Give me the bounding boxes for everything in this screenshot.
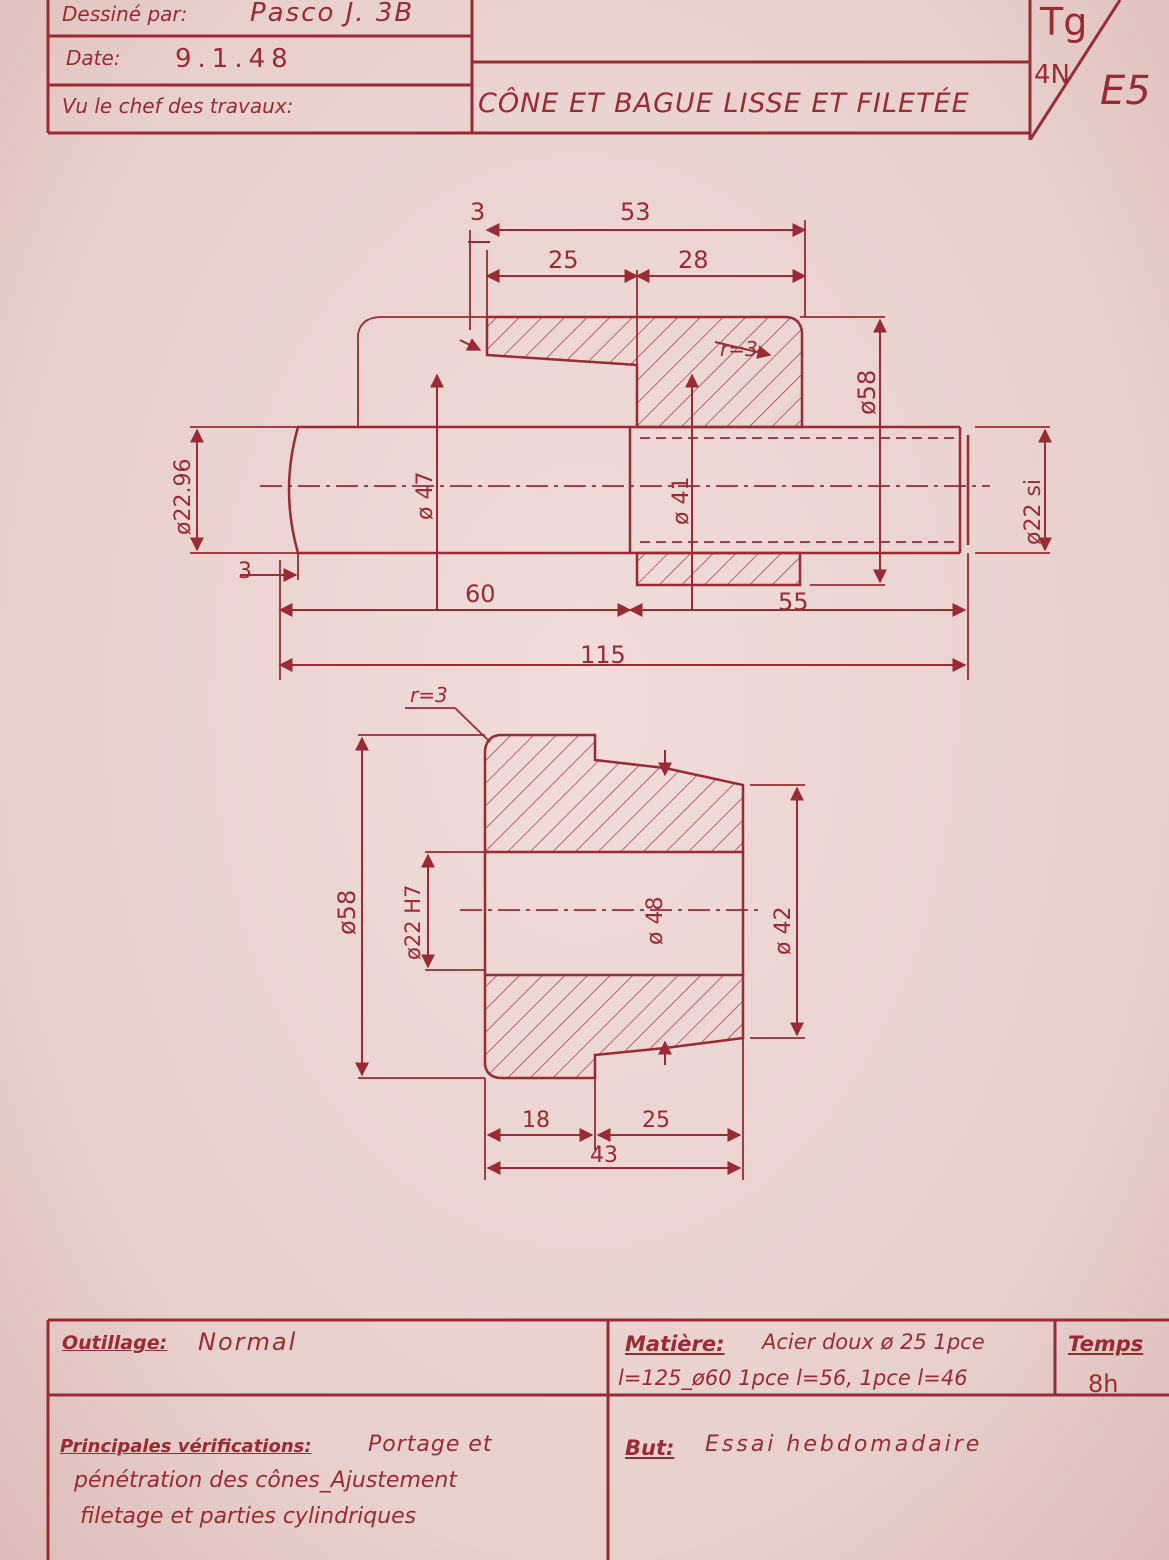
code-top: Tg [1040,0,1088,44]
date-label: Date: [66,46,121,70]
ring-dim-25: 25 [642,1108,670,1133]
drawing-title: CÔNE ET BAGUE LISSE ET FILETÉE [478,88,970,119]
material-label: Matière: [625,1332,725,1356]
bottom-block-frame [46,1318,1169,1560]
checks-label: Principales vérifications: [60,1436,312,1457]
diameter-22-96: ø22.96 [171,459,196,535]
checks-line1: Portage et [368,1432,493,1457]
date-value: 9.1.48 [175,44,294,74]
dim-53: 53 [620,198,651,226]
ring-diameter-22h7: ø22 H7 [401,885,425,960]
goal-value: Essai hebdomadaire [705,1432,983,1457]
ring-dim-18: 18 [522,1108,550,1133]
time-label: Temps [1068,1332,1144,1356]
time-value: 8h [1088,1370,1119,1398]
dim-25: 25 [548,246,579,274]
dim-60: 60 [465,580,496,608]
approved-label: Vu le chef des travaux: [62,94,294,118]
tooling-label: Outillage: [62,1332,168,1354]
checks-line2: pénétration des cônes_Ajustement [74,1468,457,1493]
diameter-41: ø 41 [669,477,694,525]
dim-3-bottom: 3 [238,559,252,584]
radius-3: r=3 [720,337,758,361]
drawn-by-value: Pasco J. 3B [250,0,415,28]
material-line1: Acier doux ø 25 1pce [762,1330,985,1354]
checks-line3: filetage et parties cylindriques [80,1504,417,1529]
dim-115: 115 [580,641,626,669]
ring-dim-43: 43 [590,1143,618,1168]
ring-upper-section [483,733,745,854]
code-left: 4N [1034,60,1070,90]
cone-drawing: 3 53 25 28 r=3 ø58 ø22.96 ø 47 ø 41 ø22 … [171,198,1052,680]
tooling-value: Normal [198,1328,298,1356]
dim-3-top: 3 [470,198,485,226]
material-line2: l=125_ø60 1pce l=56, 1pce l=46 [618,1366,968,1390]
title-block-frame [46,0,1122,140]
dim-28: 28 [678,246,709,274]
ring-radius-3: r=3 [410,683,448,707]
ring-diameter-58: ø58 [333,890,361,935]
diameter-47: ø 47 [413,472,438,520]
ring-diameter-42: ø 42 [771,907,796,955]
ring-lower-section [483,973,745,1080]
drawn-by-label: Dessiné par: [62,2,188,26]
code-right: E5 [1100,68,1151,114]
dim-55: 55 [778,588,809,616]
lower-section [635,551,802,587]
ring-diameter-48: ø 48 [643,897,668,945]
ring-drawing: r=3 ø58 ø22 H7 ø 48 ø 42 18 25 43 [333,683,805,1180]
goal-label: But: [625,1436,675,1460]
diameter-22-si: ø22 si [1021,479,1046,545]
upper-section [485,315,804,429]
diameter-58: ø58 [853,370,881,415]
